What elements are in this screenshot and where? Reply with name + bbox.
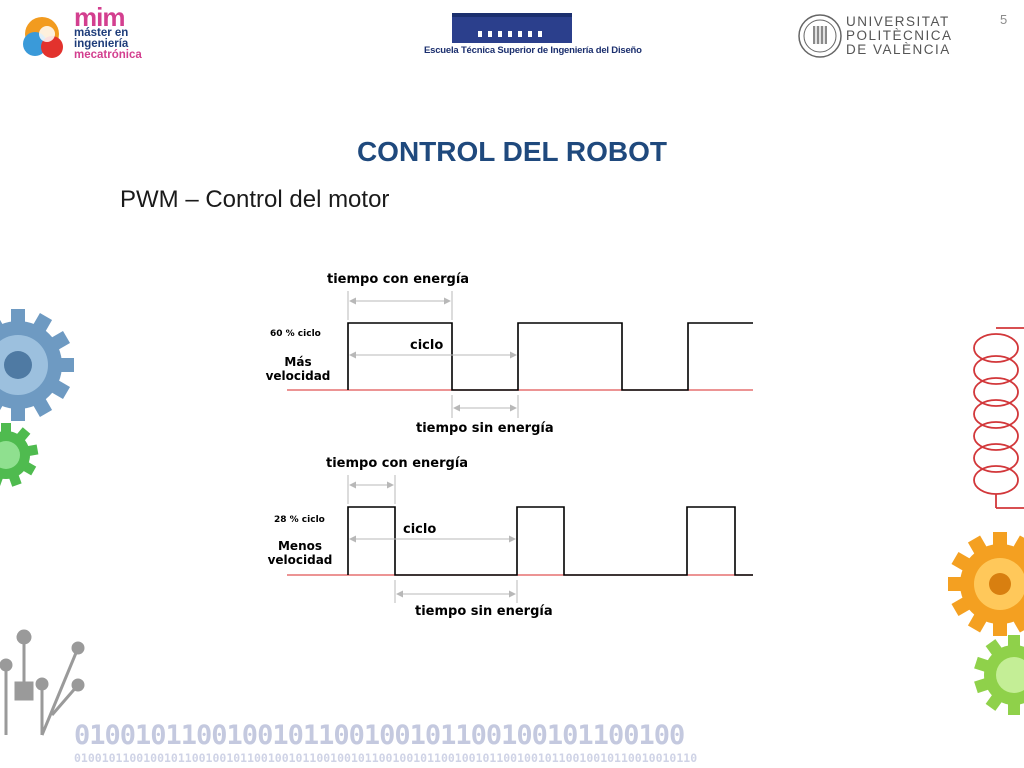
bottom-speed-label: Menos velocidad xyxy=(260,539,340,567)
etsid-building-icon xyxy=(452,13,572,43)
top-on-time-label: tiempo con energía xyxy=(327,272,470,287)
top-duty-label: 60 % ciclo xyxy=(270,329,321,339)
bottom-cycle-label: ciclo xyxy=(403,522,437,537)
bottom-duty-label: 28 % ciclo xyxy=(274,515,325,525)
slide-title: CONTROL DEL ROBOT xyxy=(356,136,668,167)
mim-logo-line1: máster en xyxy=(74,27,129,39)
coil-icon xyxy=(973,327,1024,509)
orange-gear-icon xyxy=(948,532,1024,636)
binary-strip-large: 0100101100100101100100101100100101100100 xyxy=(74,720,685,751)
mim-logo-text: mim máster en ingeniería mecatrónica xyxy=(74,2,142,61)
green-gear-icon xyxy=(0,423,39,487)
circuit-traces-icon xyxy=(0,629,85,736)
blue-gear-icon xyxy=(0,309,74,421)
mim-logo-circles-icon xyxy=(23,17,63,58)
binary-strip-small: 0100101100100101100100101100100101100100… xyxy=(74,751,698,765)
bottom-on-time-label: tiempo con energía xyxy=(326,456,469,471)
upv-seal-icon xyxy=(798,14,842,58)
bottom-speed-line1: Menos xyxy=(277,539,322,553)
etsid-logo-text: Escuela Técnica Superior de Ingeniería d… xyxy=(424,45,642,56)
top-cycle-label: ciclo xyxy=(410,338,444,353)
upv-logo-line1: UNIVERSITAT xyxy=(846,14,950,29)
top-pulse-train xyxy=(347,322,753,391)
mim-logo-line2: ingeniería xyxy=(74,38,129,50)
top-speed-label: Más velocidad xyxy=(258,355,338,383)
slide-subtitle: PWM – Control del motor xyxy=(120,186,390,213)
lime-gear-icon xyxy=(974,635,1024,715)
top-speed-line2: velocidad xyxy=(265,369,331,383)
top-off-time-label: tiempo sin energía xyxy=(416,421,554,436)
bottom-off-time-label: tiempo sin energía xyxy=(415,604,553,619)
bottom-pwm-waveform xyxy=(287,506,753,576)
upv-logo-line3: DE VALÈNCIA xyxy=(846,42,951,57)
top-pwm-waveform xyxy=(287,322,753,391)
bottom-speed-line2: velocidad xyxy=(267,553,333,567)
mim-logo-line3: mecatrónica xyxy=(74,49,142,61)
bottom-dimension-lines xyxy=(347,475,518,603)
upv-logo-line2: POLITÈCNICA xyxy=(846,28,953,43)
upv-logo-text: UNIVERSITAT POLITÈCNICA DE VALÈNCIA xyxy=(846,15,953,57)
mim-logo-wordmark: mim xyxy=(74,2,125,32)
slide-number: 5 xyxy=(1000,12,1008,27)
bottom-pulse-train xyxy=(347,506,753,576)
top-speed-line1: Más xyxy=(284,355,312,369)
top-dimension-lines xyxy=(347,291,519,418)
